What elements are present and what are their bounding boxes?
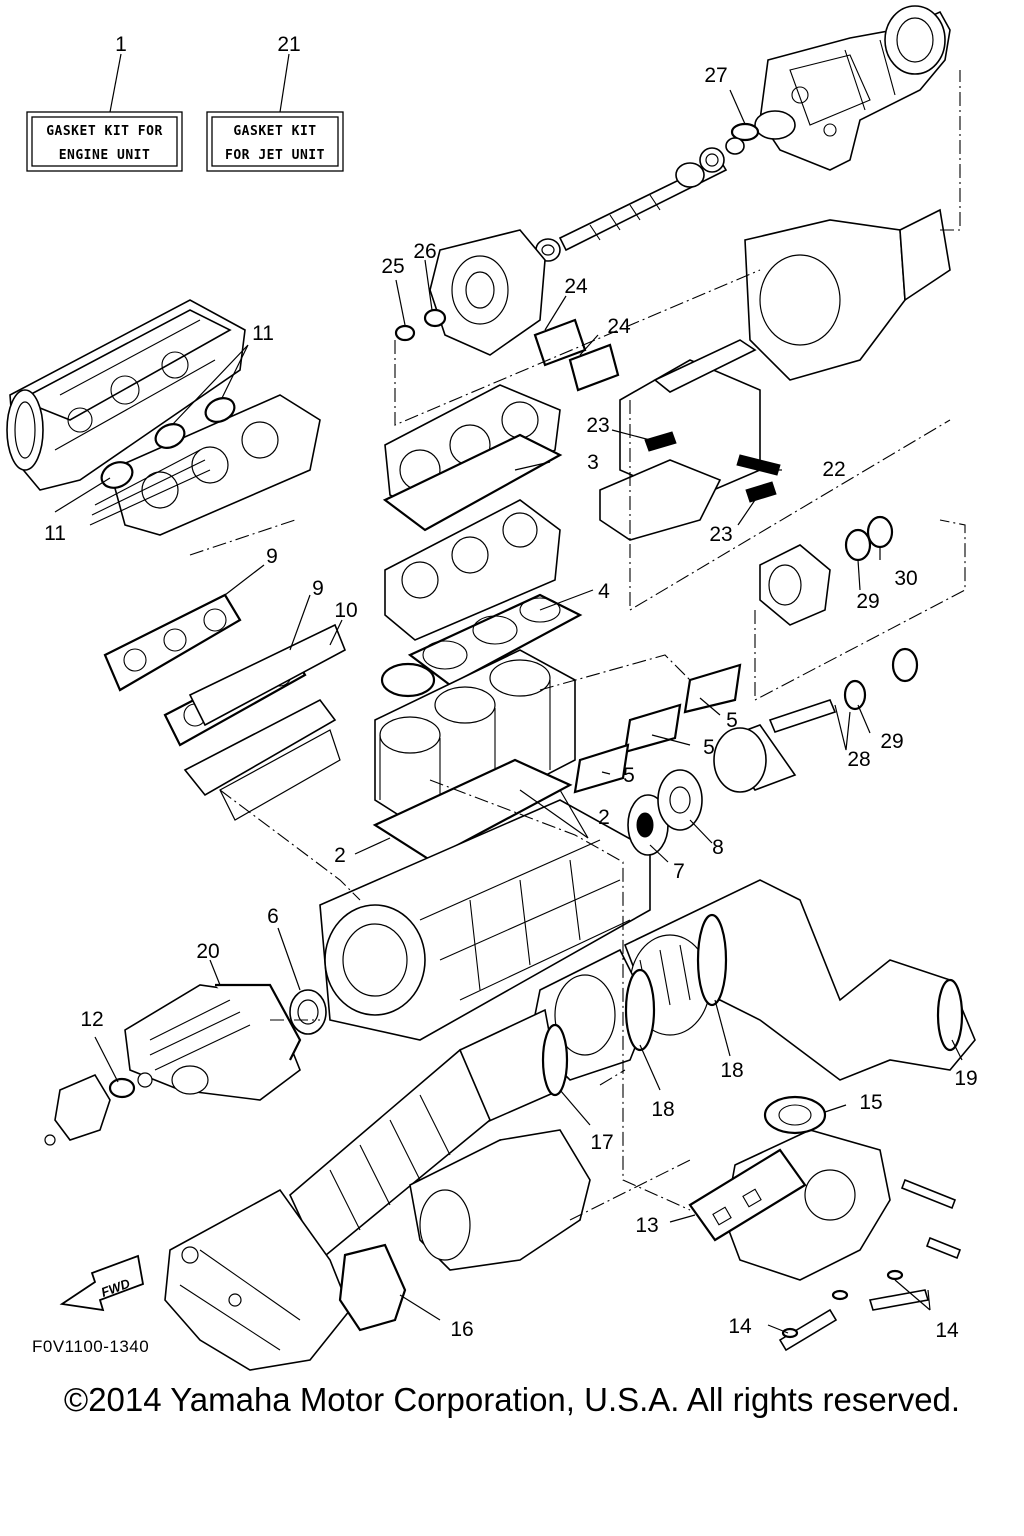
reed-valves	[183, 623, 347, 821]
gasket-2	[372, 758, 573, 862]
callout-3[interactable]: 3	[587, 451, 599, 474]
callout-23b[interactable]: 23	[709, 523, 732, 546]
callout-5a[interactable]: 5	[726, 709, 738, 732]
forward-arrow-icon: FWD	[59, 1254, 145, 1312]
kit-engine-line2: ENGINE UNIT	[59, 148, 151, 163]
gasket-5a	[683, 663, 742, 714]
washer-25	[394, 324, 416, 342]
callout-12[interactable]: 12	[80, 1008, 103, 1031]
callout-11a[interactable]: 11	[252, 322, 274, 345]
pad-23a	[644, 431, 677, 452]
callout-5b[interactable]: 5	[703, 736, 715, 759]
callout-29a[interactable]: 29	[856, 590, 879, 613]
pad-22	[736, 454, 781, 476]
callout-4[interactable]: 4	[598, 580, 610, 603]
callout-20[interactable]: 20	[196, 940, 219, 963]
gasket-15	[763, 1095, 827, 1135]
drive-shaft	[535, 137, 745, 262]
pump-mount-bracket	[599, 339, 761, 541]
exhaust-manifold-20	[124, 983, 302, 1101]
callout-22[interactable]: 22	[822, 458, 845, 481]
callout-16[interactable]: 16	[450, 1318, 473, 1341]
seal-26	[423, 308, 447, 328]
cylinder-jacket	[384, 499, 561, 641]
callout-28[interactable]: 28	[847, 748, 870, 771]
kit-jet-line1: GASKET KIT	[233, 124, 316, 139]
callout-13[interactable]: 13	[635, 1214, 658, 1237]
exhaust-chamber-18-19	[623, 879, 976, 1081]
callout-5c[interactable]: 5	[623, 764, 635, 787]
gasket-11a	[100, 461, 134, 489]
gasket-3	[382, 433, 563, 532]
exhaust-valve-12	[44, 1072, 153, 1146]
callout-26[interactable]: 26	[413, 240, 436, 263]
coupling-8	[657, 769, 703, 831]
kit-jet-line2: FOR JET UNIT	[225, 148, 325, 163]
oil-seal-6	[289, 989, 327, 1035]
callout-23a[interactable]: 23	[586, 414, 609, 437]
copyright-notice: ©2014 Yamaha Motor Corporation, U.S.A. A…	[63, 1381, 961, 1418]
gasket-11b	[154, 423, 186, 449]
gasket-16	[338, 1243, 407, 1332]
callout-9a[interactable]: 9	[266, 545, 278, 568]
carburetor-assembly	[89, 394, 321, 536]
kit-box-engine[interactable]: GASKET KIT FOR ENGINE UNIT	[26, 111, 183, 172]
callout-30[interactable]: 30	[894, 567, 917, 590]
callout-2a[interactable]: 2	[598, 806, 610, 829]
diagram-code: F0V1100-1340	[32, 1337, 149, 1356]
gasket-24b	[568, 343, 620, 392]
callout-11b[interactable]: 11	[44, 522, 66, 545]
exhaust-pipe-17	[459, 948, 656, 1127]
callout-10[interactable]: 10	[334, 599, 357, 622]
callout-24a[interactable]: 24	[564, 275, 588, 298]
callout-19[interactable]: 19	[954, 1067, 977, 1090]
gasket-5c	[573, 743, 630, 794]
gasket-9-upper	[103, 593, 242, 692]
callout-17[interactable]: 17	[590, 1131, 613, 1154]
callout-7[interactable]: 7	[673, 860, 685, 883]
jet-pump-housing	[754, 5, 951, 171]
callout-24b[interactable]: 24	[607, 315, 631, 338]
crankcase	[319, 799, 651, 1041]
callout-15[interactable]: 15	[859, 1091, 882, 1114]
kit-engine-line1: GASKET KIT FOR	[46, 124, 163, 139]
kit-number-engine[interactable]: 1	[115, 33, 127, 56]
callout-29b[interactable]: 29	[880, 730, 903, 753]
impeller-housing	[744, 208, 951, 381]
gasket-11c	[204, 397, 236, 423]
pump-housing-24	[429, 229, 546, 356]
gasket-5b	[623, 703, 682, 754]
pad-23b	[745, 481, 777, 503]
gasket-4	[407, 593, 583, 687]
callout-18a[interactable]: 18	[720, 1059, 743, 1082]
water-box	[409, 1129, 591, 1271]
callout-8[interactable]: 8	[712, 836, 724, 859]
callout-6[interactable]: 6	[267, 905, 279, 928]
coupler-shaft	[713, 699, 837, 793]
kit-number-jet[interactable]: 21	[277, 33, 300, 56]
callout-14a[interactable]: 14	[728, 1315, 752, 1338]
muffler	[164, 1188, 351, 1371]
callout-25[interactable]: 25	[381, 255, 404, 278]
bearing-housing-29-30	[759, 515, 919, 711]
cylinders	[374, 649, 576, 836]
exhaust-outer-13	[688, 1129, 891, 1281]
callout-2b[interactable]: 2	[334, 844, 346, 867]
air-intake-box	[6, 299, 246, 491]
callout-27[interactable]: 27	[704, 64, 727, 87]
head-gasket-ring	[380, 662, 436, 698]
bolts-and-pipes-14	[778, 1178, 962, 1352]
kit-box-jet[interactable]: GASKET KIT FOR JET UNIT	[206, 111, 344, 172]
callout-18b[interactable]: 18	[651, 1098, 674, 1121]
callout-9b[interactable]: 9	[312, 577, 324, 600]
callout-14b[interactable]: 14	[935, 1319, 959, 1342]
